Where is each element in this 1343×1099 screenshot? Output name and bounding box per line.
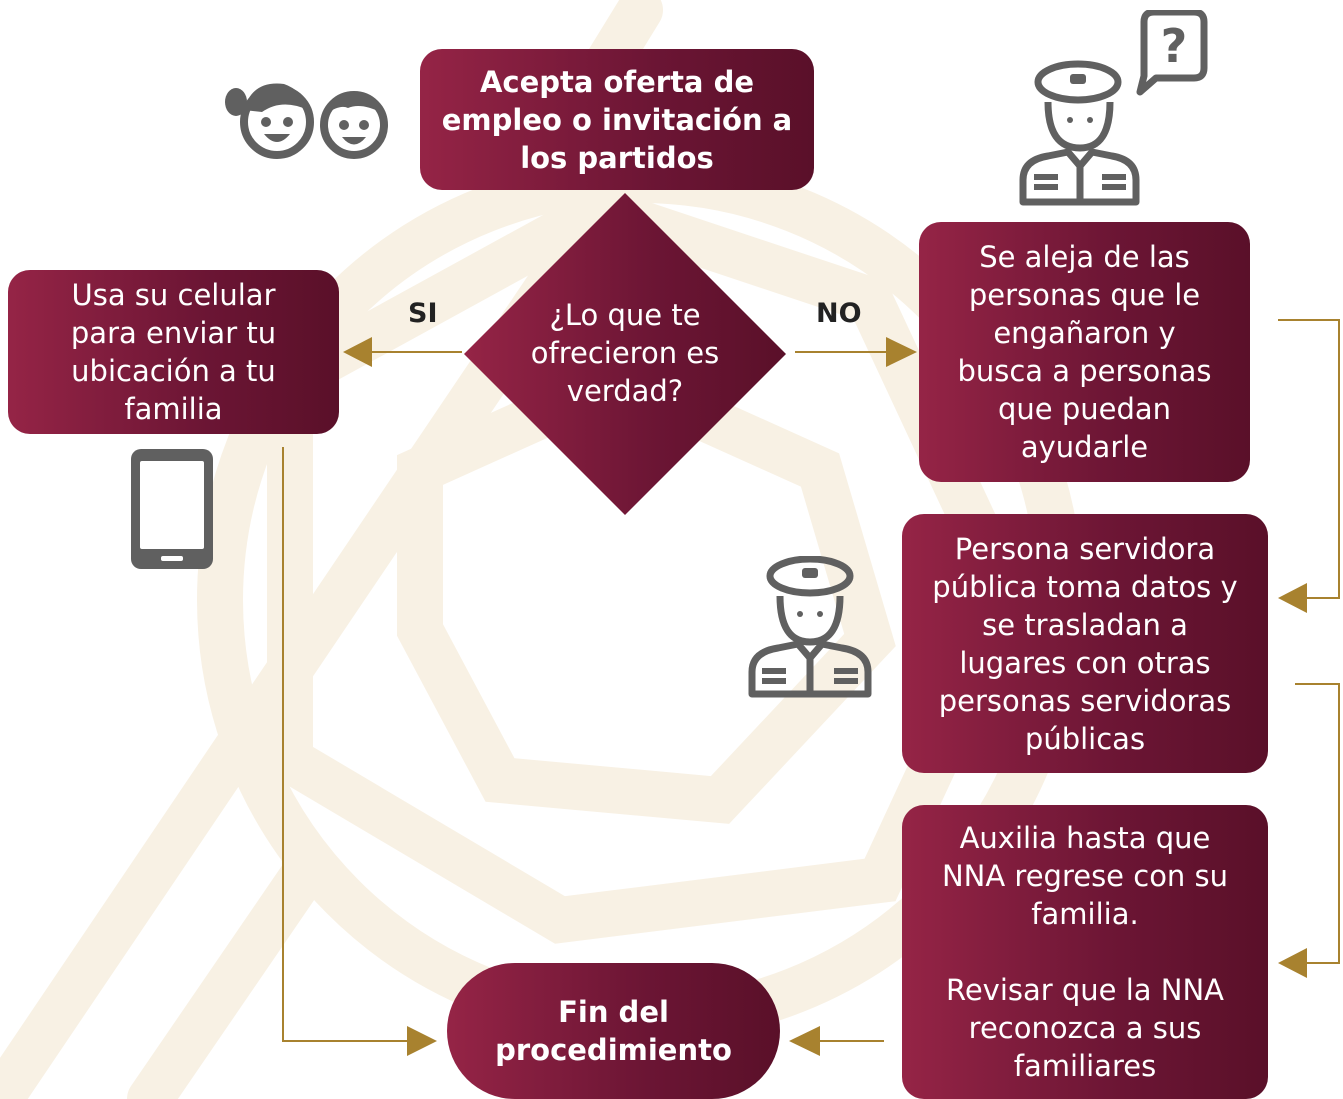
arrow-to-official: [1278, 583, 1307, 613]
decision-node-text: ¿Lo que te ofrecieron es verdad?: [530, 298, 720, 408]
arrow-to-assist: [1278, 948, 1307, 978]
mobile-phone-icon: [131, 449, 213, 569]
no-action-text: Se aleja de las personas que le engañaro…: [957, 240, 1212, 464]
end-node-text: Fin del procedimiento: [495, 995, 732, 1067]
decision-node: [464, 193, 786, 515]
yes-action-text: Usa su celular para enviar tu ubicación …: [70, 278, 277, 426]
no-action-node: Se aleja de las personas que le engañaro…: [919, 222, 1250, 482]
children-icon: [225, 83, 388, 159]
start-node: Acepta oferta de empleo o invitación a l…: [420, 49, 814, 190]
edge-label-yes: SI: [408, 298, 438, 329]
official-step-text: Persona servidora pública toma datos y s…: [932, 531, 1238, 756]
start-node-text: Acepta oferta de empleo o invitación a l…: [441, 64, 793, 175]
officer-icon: [748, 556, 872, 698]
end-node: Fin del procedimiento: [447, 963, 780, 1099]
arrow-end-right: [789, 1026, 820, 1056]
assist-step-text: Auxilia hasta que NNA regrese con su fam…: [941, 821, 1229, 1083]
edge-label-no: NO: [816, 298, 862, 329]
assist-step-node: Auxilia hasta que NNA regrese con su fam…: [902, 805, 1268, 1099]
officer-question-icon: ?: [1019, 10, 1208, 206]
arrow-end-left: [407, 1026, 437, 1056]
yes-action-node: Usa su celular para enviar tu ubicación …: [8, 270, 339, 434]
arrow-to-yes: [343, 337, 372, 367]
svg-text:?: ?: [1161, 19, 1188, 73]
arrow-to-no: [886, 337, 917, 367]
official-step-node: Persona servidora pública toma datos y s…: [902, 514, 1268, 773]
